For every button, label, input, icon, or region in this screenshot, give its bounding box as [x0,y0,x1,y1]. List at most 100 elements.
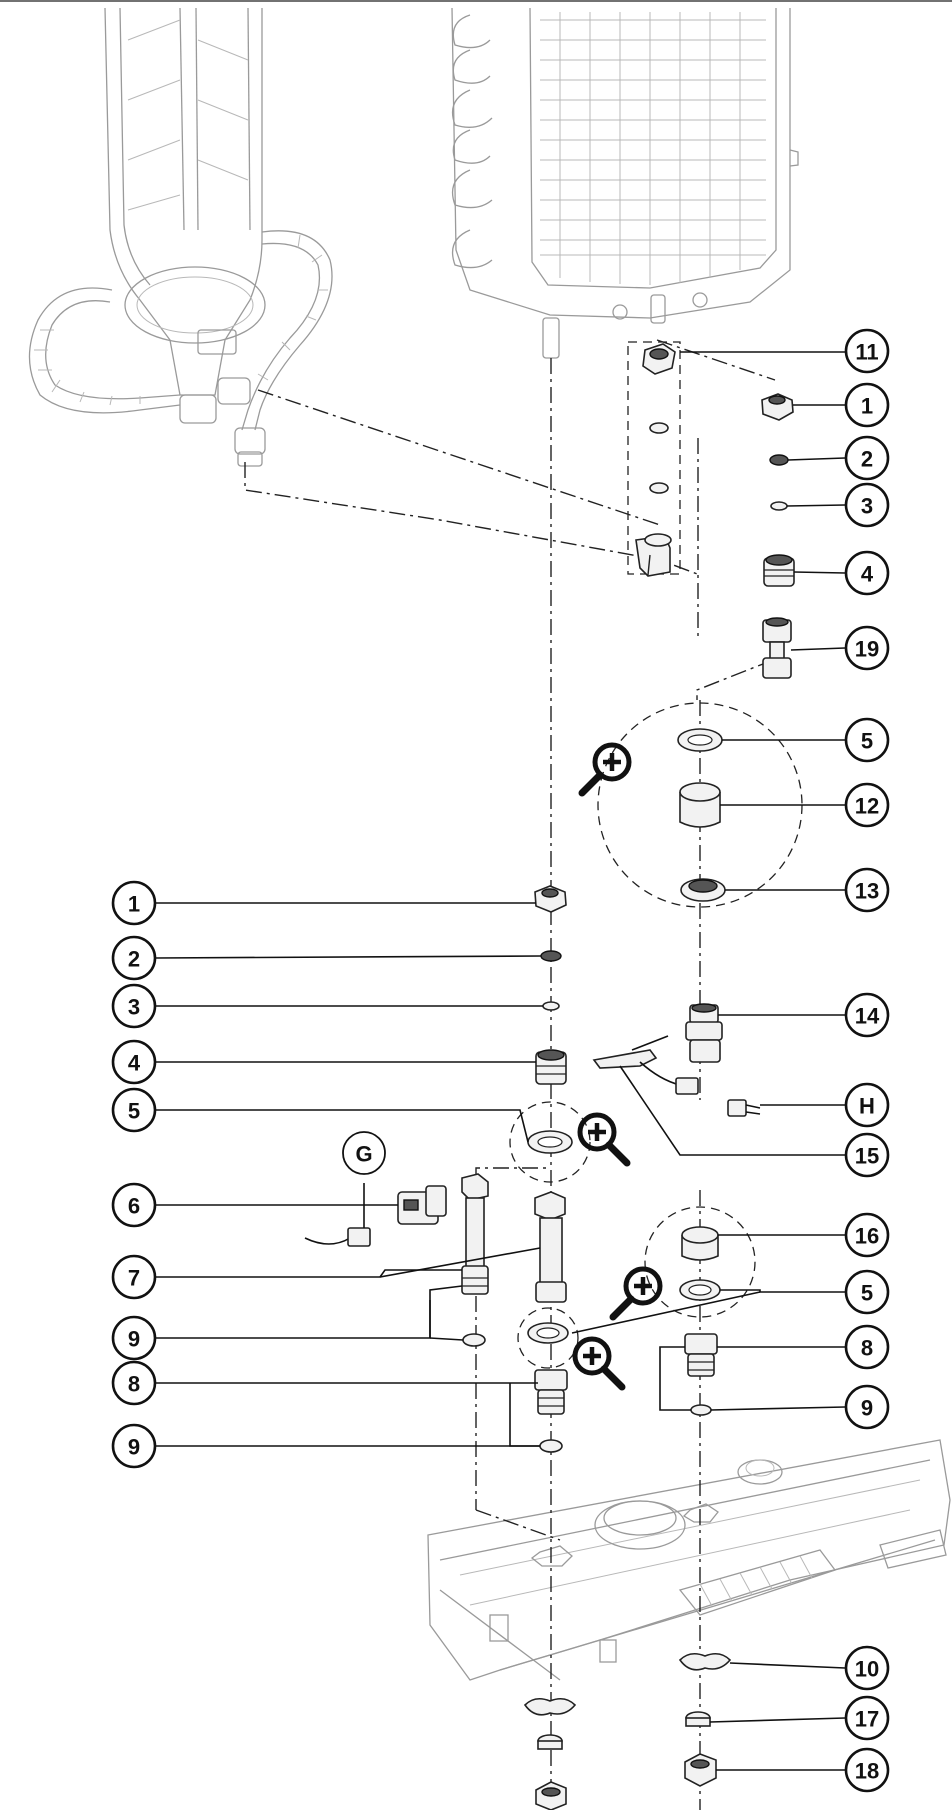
svg-text:7: 7 [128,1266,140,1291]
nut-18 [684,1753,717,1787]
spring-2-left [540,950,562,962]
callout-11: 11 [844,328,890,374]
callout-18: 18 [844,1747,890,1793]
nut-1-right [761,393,794,421]
svg-text:8: 8 [861,1336,873,1361]
fitting-8-right [684,1333,718,1377]
gasket-10 [678,1652,732,1671]
callout-5-lower: 5 [844,1269,890,1315]
callout-9-left-upper: 9 [111,1315,157,1361]
svg-text:3: 3 [861,494,873,519]
valve-6 [397,1185,447,1225]
cap-17 [685,1711,711,1727]
callout-2-right: 2 [844,435,890,481]
zoom-icon-upper[interactable] [578,742,632,797]
oring-3-left [542,1001,560,1011]
pipe-7-right [534,1191,567,1303]
callout-9-right: 9 [844,1384,890,1430]
svg-text:5: 5 [128,1099,140,1124]
zoom-icon-left-lower[interactable] [572,1336,626,1391]
callout-1-right: 1 [844,382,890,428]
callout-5-upper: 5 [844,717,890,763]
oring-9-right [690,1404,712,1416]
svg-text:1: 1 [861,394,873,419]
svg-text:9: 9 [128,1435,140,1460]
heat-exchanger-housing [451,7,799,359]
valve-14 [685,1003,723,1063]
kit-11-parts [635,343,676,577]
fitting-4-right [763,554,795,587]
detail-circle-right-lower [644,1206,756,1318]
washer-5-lower [679,1279,721,1301]
sensor-15 [592,1035,699,1095]
spring-2-right [769,454,789,466]
callout-4-right: 4 [844,550,890,596]
nut-1-left [534,885,567,913]
callout-13: 13 [844,867,890,913]
svg-text:11: 11 [855,340,878,365]
oring-9-left-lower [539,1439,563,1453]
connector-H [727,1099,761,1117]
callout-1-left: 1 [111,880,157,926]
cap-17-left [537,1734,563,1750]
callout-3-left: 3 [111,983,157,1029]
svg-text:2: 2 [128,947,140,972]
callout-4-left: 4 [111,1039,157,1085]
svg-text:17: 17 [855,1707,879,1732]
washer-5-left [527,1130,573,1154]
connector-G [304,1227,371,1247]
leader-lines [155,351,846,1771]
svg-text:2: 2 [861,447,873,472]
oring-3-right [770,501,788,511]
callout-G: G [342,1131,386,1175]
svg-text:4: 4 [861,562,874,587]
kit-11-group-box [627,341,681,575]
callout-3-right: 3 [844,482,890,528]
fitting-8-left [534,1369,568,1415]
washer-5-upper [677,728,723,752]
pipe-7-left [461,1173,489,1295]
zoom-icon-left-upper[interactable] [577,1112,631,1167]
svg-text:3: 3 [128,995,140,1020]
callout-8-left: 8 [111,1360,157,1406]
svg-text:13: 13 [855,879,879,904]
svg-text:9: 9 [128,1327,140,1352]
callout-19: 19 [844,625,890,671]
svg-text:G: G [355,1142,372,1167]
svg-text:1: 1 [128,892,140,917]
svg-text:H: H [859,1094,875,1119]
callout-14: 14 [844,992,890,1038]
detail-circle-left-lower [517,1307,579,1369]
svg-text:5: 5 [861,1281,873,1306]
svg-text:18: 18 [855,1759,879,1784]
sleeve-16 [681,1226,719,1261]
svg-text:6: 6 [128,1194,140,1219]
callout-12: 12 [844,782,890,828]
nut-18-left [535,1781,567,1810]
callout-2-left: 2 [111,935,157,981]
gasket-10-left [523,1697,577,1716]
svg-text:14: 14 [855,1004,880,1029]
svg-text:19: 19 [855,637,879,662]
callout-15: 15 [844,1132,890,1178]
svg-text:15: 15 [855,1144,879,1169]
assembly-axes [244,339,776,1810]
callout-8-right: 8 [844,1324,890,1370]
svg-text:9: 9 [861,1396,873,1421]
svg-text:4: 4 [128,1051,141,1076]
base-tray-housing [427,1439,951,1681]
callout-10: 10 [844,1645,890,1691]
zoom-icon-right-lower[interactable] [609,1266,663,1321]
callout-16: 16 [844,1212,890,1258]
oring-9-left-upper [462,1333,486,1347]
svg-text:10: 10 [855,1657,879,1682]
callout-7: 7 [111,1254,157,1300]
reservoir-housing-left [28,7,333,467]
washer-left-lower-detail [527,1322,569,1344]
connector-19 [762,617,792,679]
callout-H: H [844,1082,890,1128]
detail-circle-left-upper [509,1101,591,1183]
svg-text:8: 8 [128,1372,140,1397]
